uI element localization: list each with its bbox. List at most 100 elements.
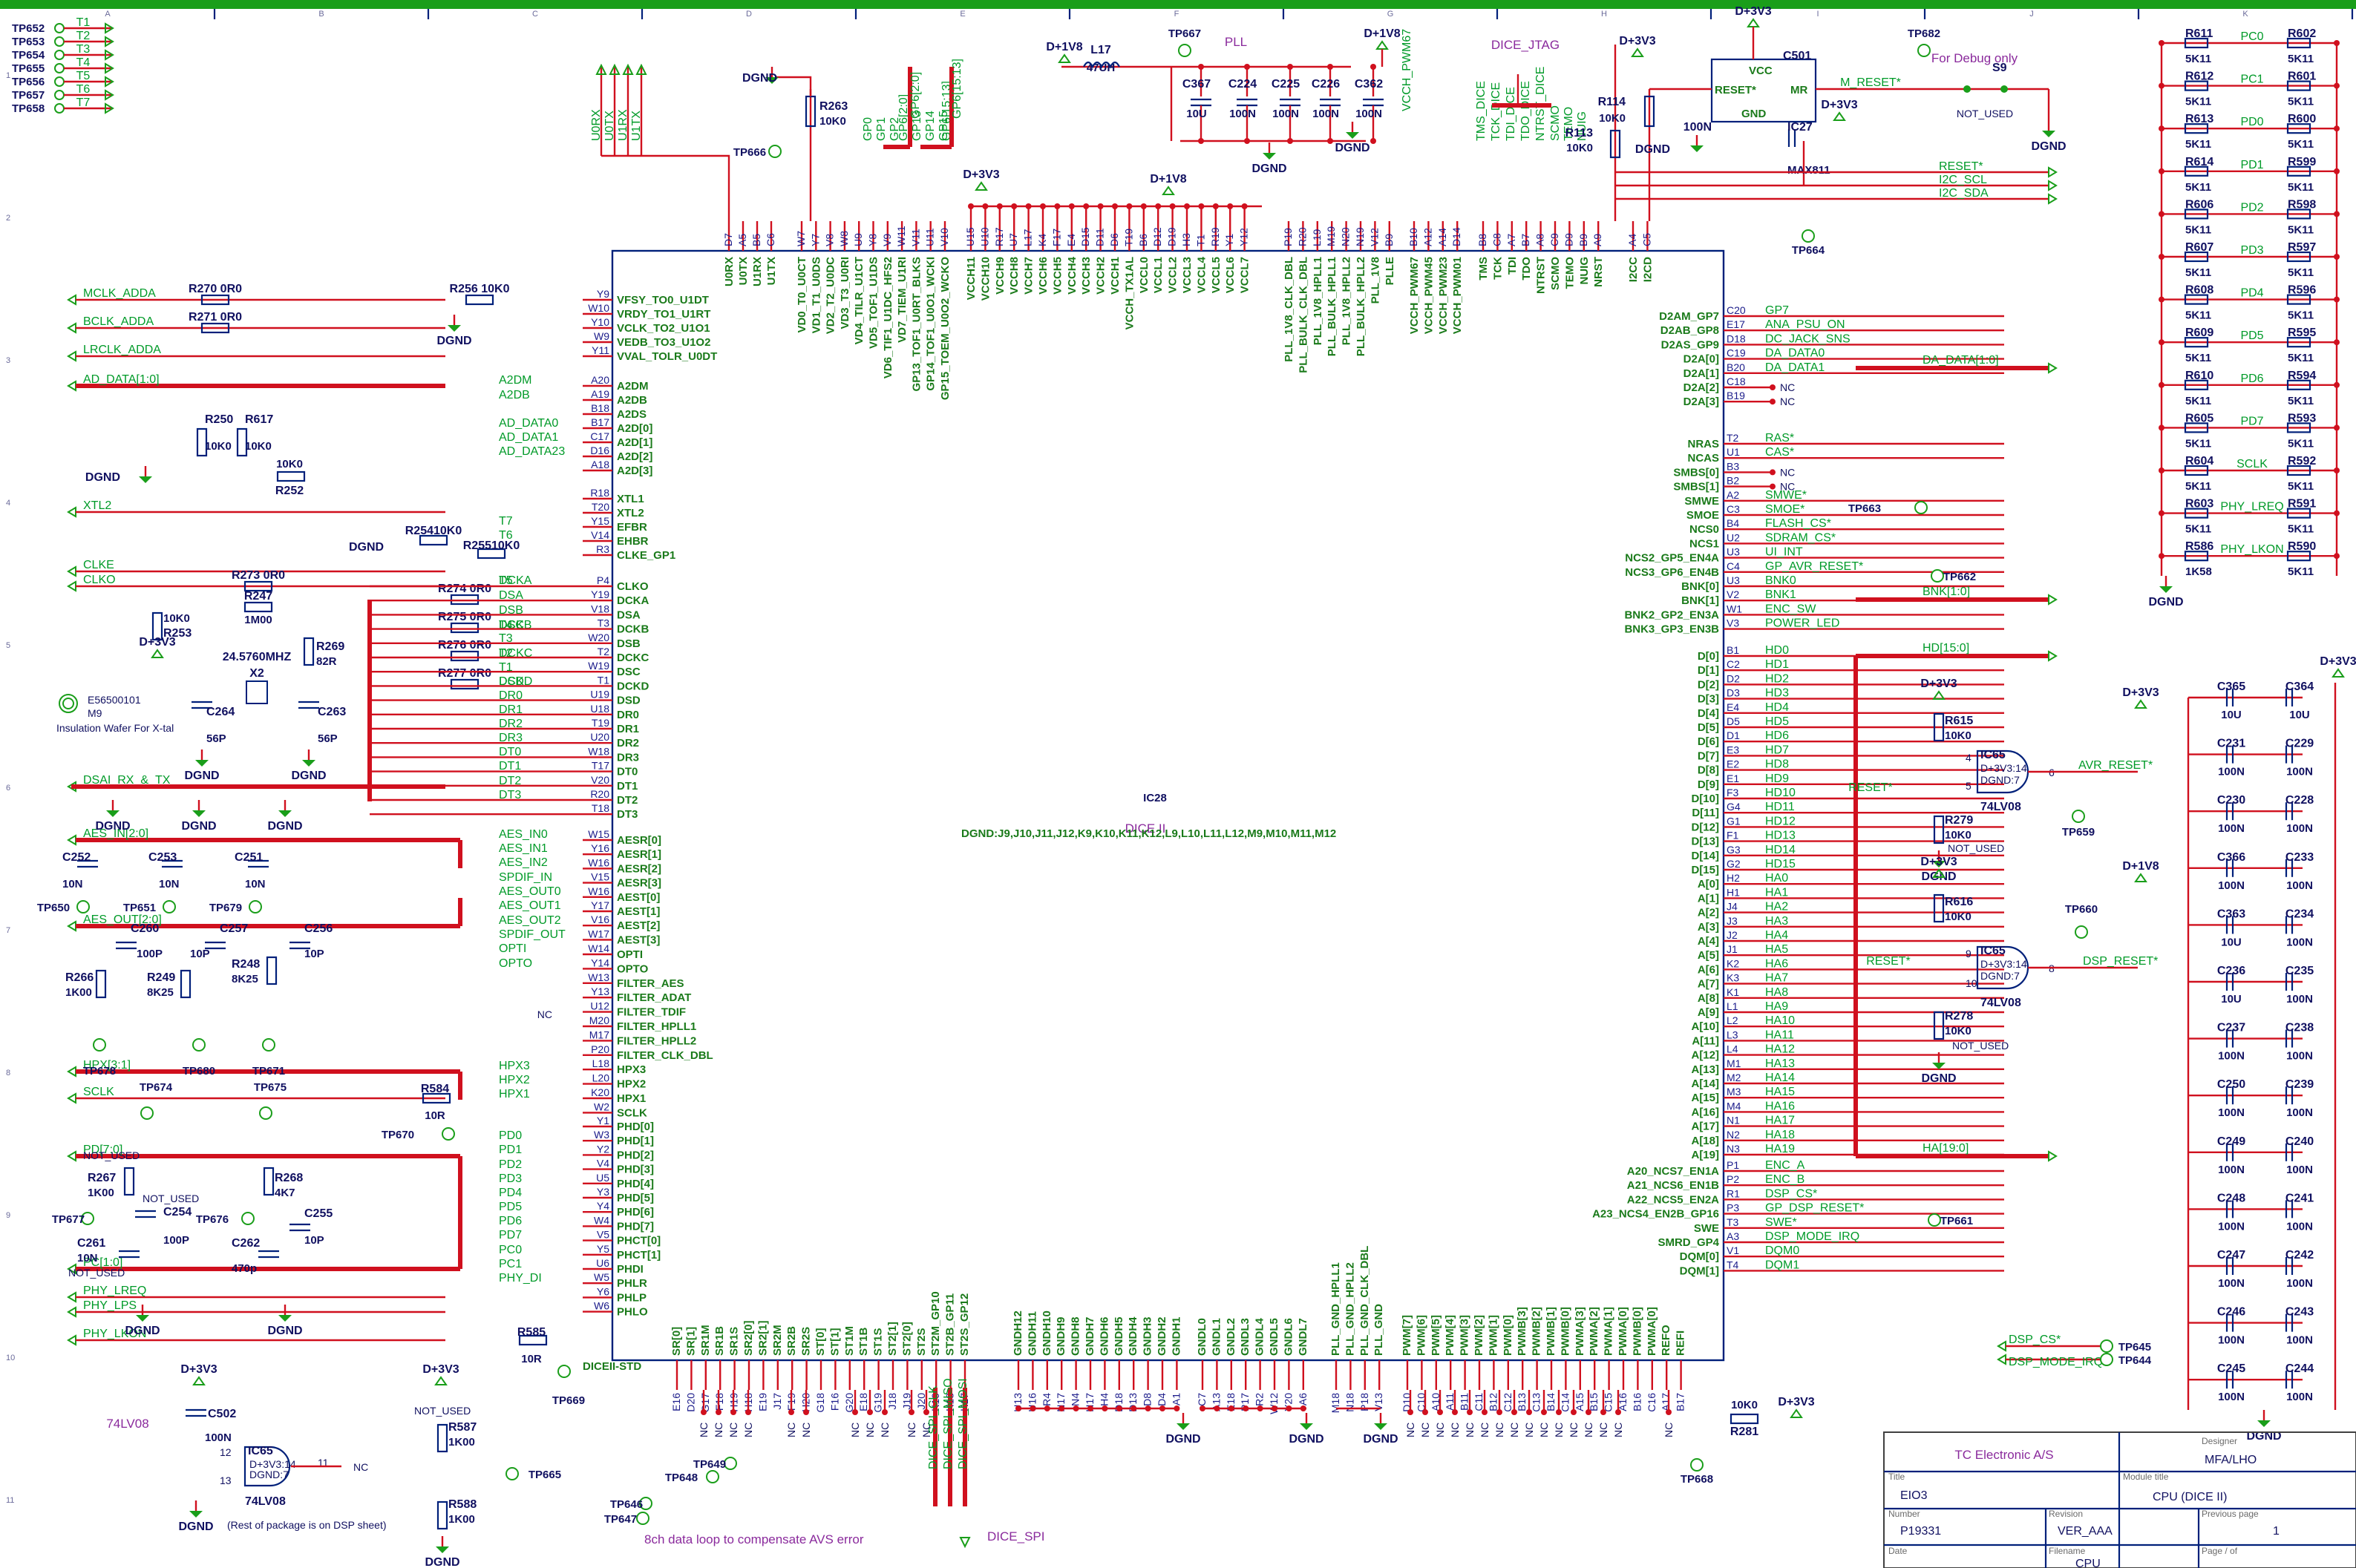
r588-value: 1K00 [448,1513,475,1526]
bottom-pin-name: SR2B [785,1326,798,1356]
junction-dot [1526,1409,1532,1415]
right-signal-name: HA10 [1765,1014,1795,1027]
left-pin-name: PHCT[0] [617,1235,661,1247]
bottom-nc-label: NC [1419,1423,1431,1437]
test-point-icon [93,1038,106,1052]
top-pin-number: N19 [1354,227,1366,246]
right-pin-number: J3 [1727,915,1738,927]
left-net-name: PHY_LREQ [83,1285,146,1297]
bottom-pin-number: G20 [843,1393,855,1413]
ground-label: DGND [1289,1433,1323,1446]
net-arrow-icon [1997,1340,2006,1352]
right-pin-number: M3 [1727,1086,1741,1098]
junction-dot [1214,1405,1220,1411]
prev-label: Previous page [2202,1509,2259,1519]
left-pin-name: DCKD [617,680,649,692]
gate-gnd: DGND:7 [1980,970,2020,982]
top-pin-number: T19 [1122,229,1134,246]
power-label: D+3V3 [1920,678,1957,690]
r279-ref: R279 [1945,814,1973,827]
left-pin-number: W15 [588,828,609,840]
c255-value: 10P [304,1234,324,1247]
pullup-ref: R610 [2185,370,2213,382]
power-arrow-icon [2134,699,2147,709]
junction-dot [1541,1409,1547,1415]
left-pin-number: B17 [591,416,609,428]
top-pin-name: NTRST [1535,257,1548,294]
crystal-freq: 24.5760MHZ [223,651,292,663]
r617-ref: R617 [245,413,273,426]
right-pin-number: G4 [1727,801,1741,813]
top-pin-number: D11 [1094,228,1106,246]
pll-cap-value: 100N [1272,108,1299,120]
net-arrow-icon [67,1334,76,1346]
pullup-value: 5K11 [2185,352,2211,364]
resistor-icon [2286,37,2311,49]
right-signal-name: HD0 [1765,644,1789,657]
top-pin-name: TDI [1506,257,1519,275]
decap-value: 100N [2218,879,2245,892]
net-arrow-icon [67,380,76,392]
r281-ref: R281 [1730,1426,1758,1438]
grid-column-label: H [1601,10,1607,19]
test-point-icon [2100,1353,2113,1366]
bottom-nc-label: NC [1479,1423,1491,1437]
test-point-label: TP676 [196,1213,229,1226]
left-signal-name: DSA [499,589,523,602]
top-pin-name: VCCH8 [1008,257,1021,295]
bottom-pin-number: C11 [1473,1393,1485,1411]
bottom-pin-name: GNDH5 [1113,1316,1125,1356]
right-signal-name: HA0 [1765,872,1788,885]
right-pin-number: A3 [1727,1230,1739,1242]
bottom-pin-number: E18 [857,1393,869,1411]
right-signal-name: BNK1 [1765,588,1796,601]
test-point-name: TP658 [12,102,45,115]
left-pin-number: T19 [592,717,609,729]
right-pin-name: D[10] [1691,793,1719,805]
junction-dot [1087,1405,1093,1411]
power-arrow-icon [1058,53,1071,63]
right-pin-number: W1 [1727,603,1742,614]
gate-pin: 4 [1966,752,1971,764]
grid-row-label: 9 [6,1211,10,1220]
grid-column-label: K [2242,10,2248,19]
right-pin-number: D1 [1727,729,1740,741]
right-pin-name: BNK2_GP2_EN3A [1624,608,1719,621]
c254-ref: C254 [163,1206,192,1218]
junction-dot [1243,1405,1249,1411]
resistor-icon [2184,123,2209,134]
power-label: D+3V3 [139,636,175,649]
right-pin-number: G1 [1727,815,1741,827]
left-pin-number: B18 [591,402,609,414]
bottom-pin-name: PLL_GND_CLK_DBL [1358,1246,1371,1356]
pullup-value: 5K11 [2185,138,2211,151]
max811-mr: MR [1790,84,1807,96]
resistor-icon [2184,251,2209,263]
r266-ref: R266 [65,971,94,984]
gate-ref: IC65 [1980,749,2006,761]
right-signal-name: HD4 [1765,701,1789,714]
junction-dot [1370,138,1376,144]
test-point-icon [54,23,65,33]
net-arrow-icon [105,36,114,47]
top-pin-name: VCCH6 [1037,257,1050,295]
pullup-ref: R613 [2185,113,2213,125]
pullup-ref: R603 [2185,498,2213,511]
decap-ref: C364 [2285,680,2314,693]
net-arrow-icon [67,1066,76,1077]
right-signal-name: BNK0 [1765,574,1796,587]
net-arrow-icon [67,1150,76,1162]
bottom-pin-name: GNDH12 [1012,1311,1024,1356]
top-pin-name: TMS [1477,257,1490,281]
right-pin-name: D[11] [1692,807,1719,819]
left-pin-name: PHD[5] [617,1192,654,1204]
dck-resistor-label: R276 0R0 [438,639,491,652]
right-pin-name: D2A[1] [1683,367,1719,380]
bottom-pin-number: C12 [1502,1393,1514,1412]
c257-value: 10P [190,948,210,960]
bottom-pin-number: A15 [1574,1393,1586,1411]
test-point-label: TP677 [52,1213,85,1226]
top-net-name: GP0 [862,117,874,141]
bottom-nc-label: NC [800,1423,812,1437]
right-pin-number: H2 [1727,872,1740,884]
